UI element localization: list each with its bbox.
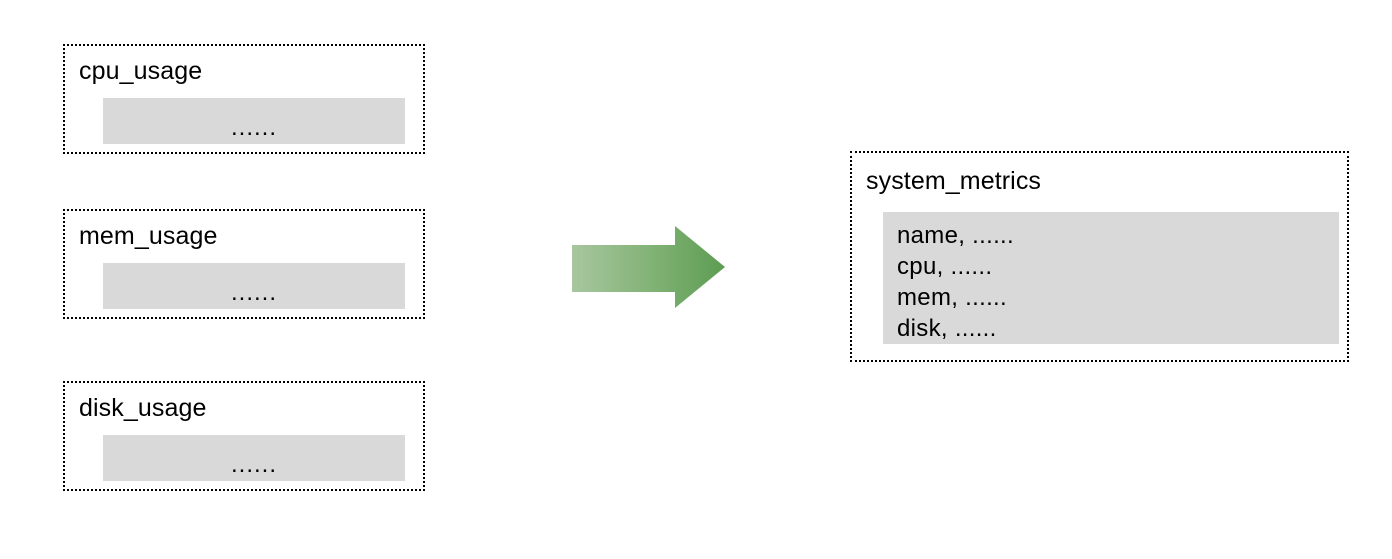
arrow-right-icon: [572, 226, 725, 308]
mem-usage-table-body: ......: [103, 263, 405, 309]
cpu-usage-table-title: cpu_usage: [79, 57, 203, 85]
system-metrics-table-box: system_metrics name, ...... cpu, ...... …: [850, 151, 1349, 362]
system-metrics-table-title: system_metrics: [866, 167, 1042, 195]
system-metrics-field-mem: mem, ......: [897, 284, 1007, 311]
system-metrics-field-cpu: cpu, ......: [897, 253, 993, 280]
cpu-usage-table-box: cpu_usage ......: [63, 44, 425, 154]
flow-arrow-container: [572, 226, 726, 310]
mem-usage-table-title: mem_usage: [79, 222, 218, 250]
disk-usage-ellipsis: ......: [230, 451, 277, 478]
disk-usage-table-box: disk_usage ......: [63, 381, 425, 491]
system-metrics-table-body: name, ...... cpu, ...... mem, ...... dis…: [883, 212, 1339, 344]
mem-usage-ellipsis: ......: [230, 279, 277, 306]
system-metrics-field-name: name, ......: [897, 222, 1014, 249]
cpu-usage-table-body: ......: [103, 98, 405, 144]
mem-usage-table-box: mem_usage ......: [63, 209, 425, 319]
disk-usage-table-title: disk_usage: [79, 394, 207, 422]
disk-usage-table-body: ......: [103, 435, 405, 481]
cpu-usage-ellipsis: ......: [230, 114, 277, 141]
system-metrics-field-disk: disk, ......: [897, 315, 997, 342]
